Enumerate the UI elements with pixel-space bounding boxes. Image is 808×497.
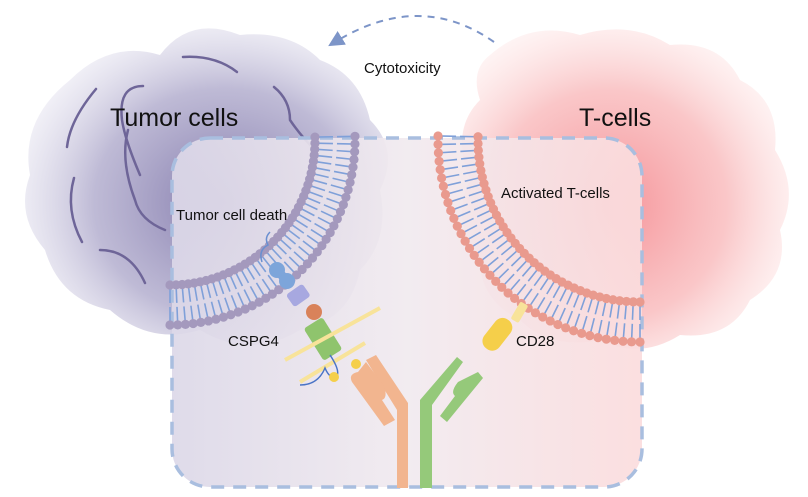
t-cells-label: T-cells [579, 104, 651, 133]
glycan-node-1 [351, 359, 361, 369]
cspg4-ligand-dot [306, 304, 322, 320]
tumor-cell-death-label: Tumor cell death [176, 207, 287, 224]
glycan-node-2 [329, 372, 339, 382]
cytotoxicity-arrow [335, 16, 494, 42]
tumor-cells-label: Tumor cells [110, 104, 238, 133]
cd28-label: CD28 [516, 333, 554, 350]
cytotoxicity-label: Cytotoxicity [364, 60, 441, 77]
activated-t-cells-label: Activated T-cells [501, 185, 610, 202]
cspg4-label: CSPG4 [228, 333, 279, 350]
receptor-domain-blue-2 [279, 273, 295, 289]
